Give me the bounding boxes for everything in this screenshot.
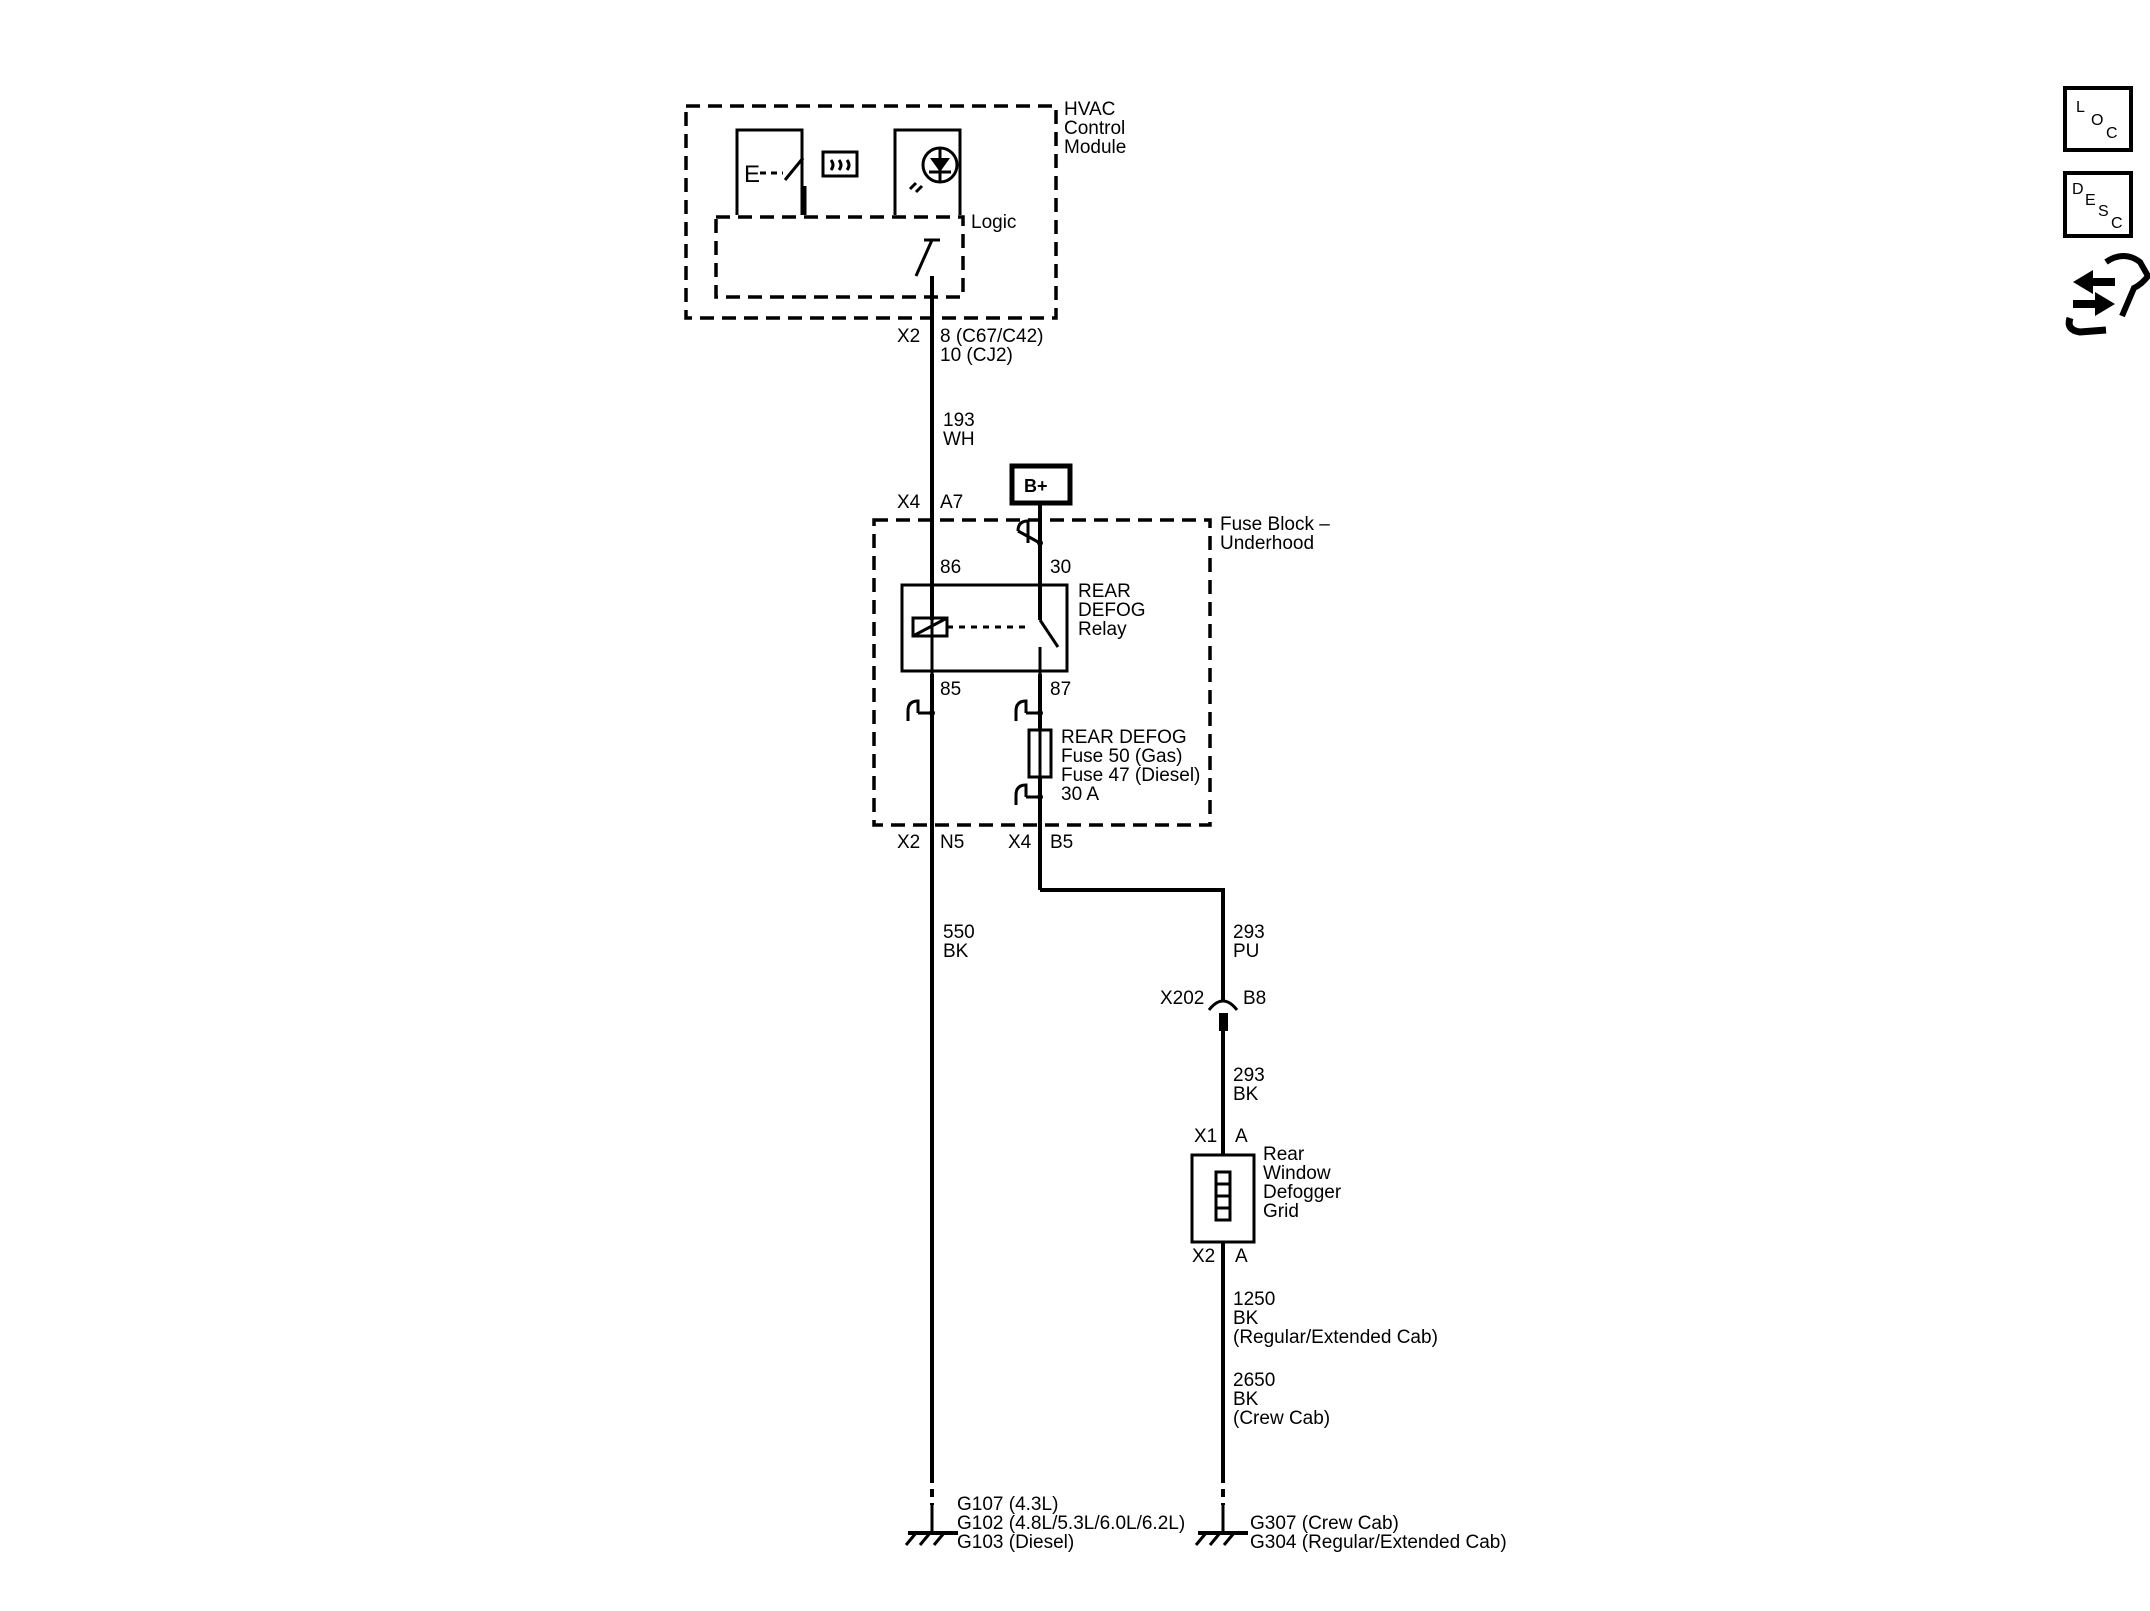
wire-2650-line-2: BK [1233,1389,1259,1410]
fuse-block-title-line-2: Underhood [1220,533,1314,554]
wire-293-pu-circuit: 293 [1233,922,1265,943]
inline-connector-name: X202 [1160,988,1204,1009]
hvac-title-line-1: HVAC [1064,99,1115,120]
terminal-85 [906,699,935,721]
wire-293-bk-color: BK [1233,1084,1259,1105]
wire-2650-line-1: 2650 [1233,1370,1275,1391]
desc-letter-s: S [2098,203,2109,220]
wire-293-pu-color: PU [1233,941,1259,962]
terminal-87 [1014,699,1043,721]
loc-letter-c: C [2106,125,2118,142]
hvac-pin-line-1: 8 (C67/C42) [940,326,1044,347]
desc-letter-d: D [2072,181,2084,198]
fuse-label-line-4: 30 A [1061,784,1099,805]
rear-defog-fuse[interactable] [1027,728,1053,779]
fuse-block-connector-x4-top: X4 [897,492,921,513]
b-plus-power-source: B+ [1009,463,1073,506]
fuse-block-pin-b5: B5 [1050,832,1073,853]
terminal-fuse-bottom [1014,783,1043,805]
wire-1250-line-3: (Regular/Extended Cab) [1233,1327,1438,1348]
defogger-name-line-1: Rear [1263,1144,1305,1165]
desc-letter-e: E [2085,192,2096,209]
loc-icon[interactable]: L O C [2063,86,2133,152]
defogger-name-line-2: Window [1263,1163,1331,1184]
relay-pin-87: 87 [1050,679,1071,700]
terminal-30-top [1016,519,1043,546]
hvac-title-line-2: Control [1064,118,1125,139]
svg-text:E: E [744,161,760,188]
b-plus-label: B+ [1024,476,1048,496]
logic-switch-symbol [914,238,940,277]
wire-550-circuit: 550 [943,922,975,943]
wire-293-bk-circuit: 293 [1233,1065,1265,1086]
hvac-connector-x2: X2 [897,326,920,347]
desc-letter-c: C [2111,215,2123,232]
relay-pin-30: 30 [1050,557,1071,578]
defogger-connector-x2: X2 [1192,1246,1215,1267]
fuse-block-pin-n5: N5 [940,832,964,853]
wire-1250-line-1: 1250 [1233,1289,1275,1310]
wire-1250-line-2: BK [1233,1308,1259,1329]
relay-pin-86: 86 [940,557,961,578]
fuse-block-title-line-1: Fuse Block – [1220,514,1330,535]
ground-left-line-1: G107 (4.3L) [957,1494,1058,1515]
defogger-pin-bottom: A [1235,1246,1248,1267]
hvac-pin-line-2: 10 (CJ2) [940,345,1013,366]
logic-label: Logic [971,212,1016,233]
loc-letter-l: L [2076,99,2085,116]
fuse-label-line-2: Fuse 50 (Gas) [1061,746,1182,767]
inline-connector-pin: B8 [1243,988,1266,1009]
relay-contact [1038,619,1060,648]
relay-pin-85: 85 [940,679,961,700]
wire-2650-line-3: (Crew Cab) [1233,1408,1330,1429]
relay-name-line-2: DEFOG [1078,600,1146,621]
inline-connector-x202[interactable] [1207,999,1239,1031]
indicator-led-symbol [893,128,962,215]
fuse-label-line-3: Fuse 47 (Diesel) [1061,765,1200,786]
ground-left-line-2: G102 (4.8L/5.3L/6.0L/6.2L) [957,1513,1185,1534]
defog-switch-symbol: E [735,128,859,215]
loc-letter-o: O [2091,112,2103,129]
ground-right-icon [1194,1505,1248,1546]
defogger-pin-top: A [1235,1126,1248,1147]
relay-name-line-3: Relay [1078,619,1127,640]
wire-293-pu[interactable] [1040,888,1225,1000]
hvac-control-module[interactable]: E HVAC Control Module Logic [684,99,1126,320]
fuse-block-pin-a7: A7 [940,492,963,513]
rear-window-defogger-grid[interactable] [1190,1153,1256,1244]
ground-left-line-3: G103 (Diesel) [957,1532,1074,1553]
relay-name-line-1: REAR [1078,581,1131,602]
desc-icon[interactable]: D E S C [2063,171,2133,238]
fuse-label-line-1: REAR DEFOG [1061,727,1187,748]
ground-left-icon [904,1505,958,1546]
defogger-name-line-4: Grid [1263,1201,1299,1222]
rear-defog-relay[interactable] [900,583,1069,674]
fuse-block-connector-x2-bottom: X2 [897,832,920,853]
defogger-name-line-3: Defogger [1263,1182,1342,1203]
wire-193-color: WH [943,429,975,450]
ground-right-line-1: G307 (Crew Cab) [1250,1513,1399,1534]
ground-right-line-2: G304 (Regular/Extended Cab) [1250,1532,1507,1553]
wire-193-circuit: 193 [943,410,975,431]
connector-end-view-icon[interactable] [2065,253,2150,336]
wire-550-color: BK [943,941,969,962]
hvac-title-line-3: Module [1064,137,1126,158]
defogger-connector-x1: X1 [1194,1126,1217,1147]
fuse-block-connector-x4-bottom: X4 [1008,832,1032,853]
